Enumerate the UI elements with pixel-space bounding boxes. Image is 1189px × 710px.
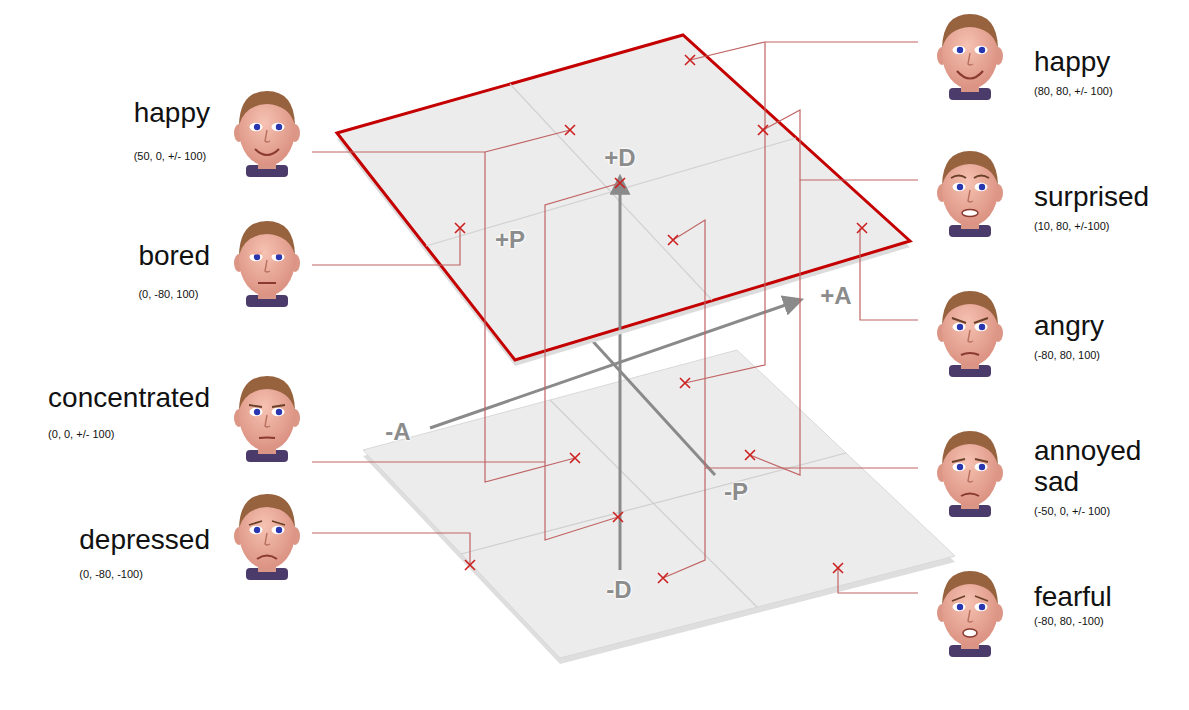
face-happy (234, 91, 300, 177)
pad-coordinates: (10, 80, +/-100) (1034, 220, 1110, 232)
axis-label: +P (495, 227, 525, 253)
axis-label: -P (724, 479, 748, 505)
pad-coordinates: (0, 0, +/- 100) (48, 428, 114, 440)
emotion-name: fearful (1034, 582, 1112, 613)
pad-coordinates: (50, 0, +/- 100) (134, 150, 206, 162)
pad-coordinates: (80, 80, +/- 100) (1034, 85, 1113, 97)
pad-coordinates: (-80, 80, -100) (1034, 615, 1104, 627)
pad-coordinates: (-50, 0, +/- 100) (1034, 505, 1110, 517)
upper-plane (337, 35, 910, 366)
emotion-name: annoyed sad (1034, 436, 1162, 498)
emotion-name: happy (1034, 47, 1110, 78)
face-depressed (234, 494, 300, 580)
face-fearful (937, 571, 1003, 657)
face-concentrated (234, 376, 300, 462)
pad-coordinates: (0, -80, -100) (79, 568, 143, 580)
point-marks (455, 55, 867, 583)
axis-label: -A (385, 419, 410, 445)
emotion-name: bored (138, 241, 210, 272)
emotion-name: happy (134, 98, 210, 129)
axis-label: -D (606, 577, 631, 603)
emotion-name: surprised (1034, 182, 1149, 213)
emotion-name: concentrated (48, 383, 210, 414)
face-surprised (937, 151, 1003, 237)
pad-coordinates: (-80, 80, 100) (1034, 349, 1100, 361)
axis-label: +D (604, 145, 635, 171)
lower-plane (363, 350, 955, 664)
pad-coordinates: (0, -80, 100) (138, 288, 198, 300)
face-happy (937, 14, 1003, 100)
face-bored (234, 221, 300, 307)
emotion-name: depressed (79, 525, 210, 556)
axis-label: +A (820, 283, 851, 309)
face-annoyed-sad (937, 431, 1003, 517)
face-angry (937, 291, 1003, 377)
emotion-name: angry (1034, 311, 1104, 342)
leader-lines (312, 42, 918, 593)
